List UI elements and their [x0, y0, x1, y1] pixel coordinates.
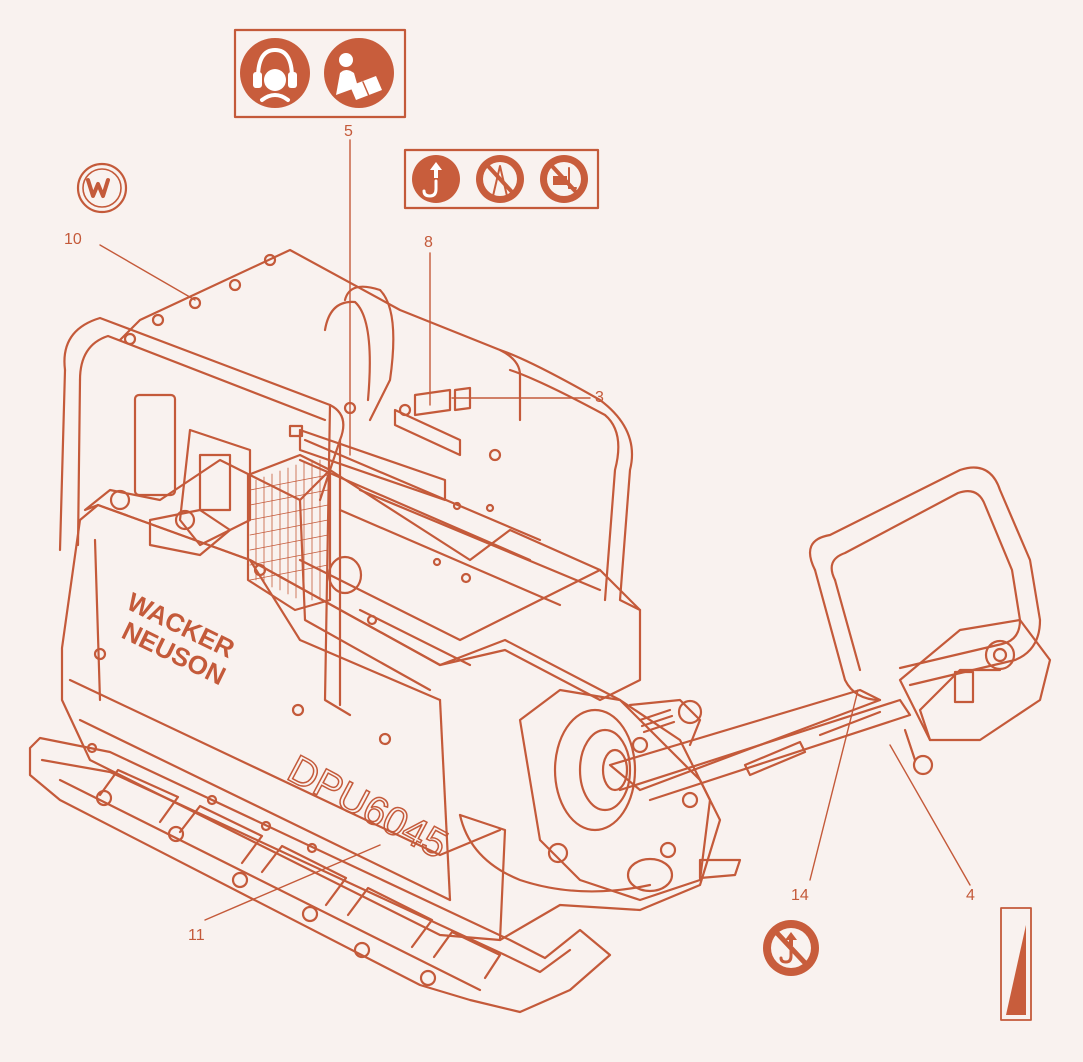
guide-handle [608, 466, 1052, 802]
brand-lettering: WACKER NEUSON [117, 586, 239, 691]
callout-4: 4 [966, 887, 975, 904]
wacker-w-logo [86, 178, 110, 198]
drive-hub [518, 688, 742, 902]
engine [109, 393, 363, 612]
wedge-level-icon [1006, 925, 1026, 1015]
callout-10: 10 [64, 231, 82, 248]
decal-5 [233, 28, 407, 119]
callout-11: 11 [188, 927, 205, 944]
decal-14 [763, 920, 819, 976]
leader-lines [99, 139, 971, 921]
base-plate [28, 736, 612, 1014]
model-label: DPU6045 [281, 747, 455, 867]
decal-10 [76, 162, 128, 214]
model-lettering: DPU6045 [280, 746, 455, 868]
decal-4 [1000, 907, 1032, 1021]
callout-5: 5 [344, 123, 353, 140]
throttle-cable [458, 813, 652, 893]
callout-8: 8 [424, 234, 433, 251]
roll-cage [58, 248, 642, 717]
callout-3: 3 [595, 389, 604, 406]
callout-14: 14 [791, 887, 809, 904]
decal-8 [403, 148, 600, 210]
